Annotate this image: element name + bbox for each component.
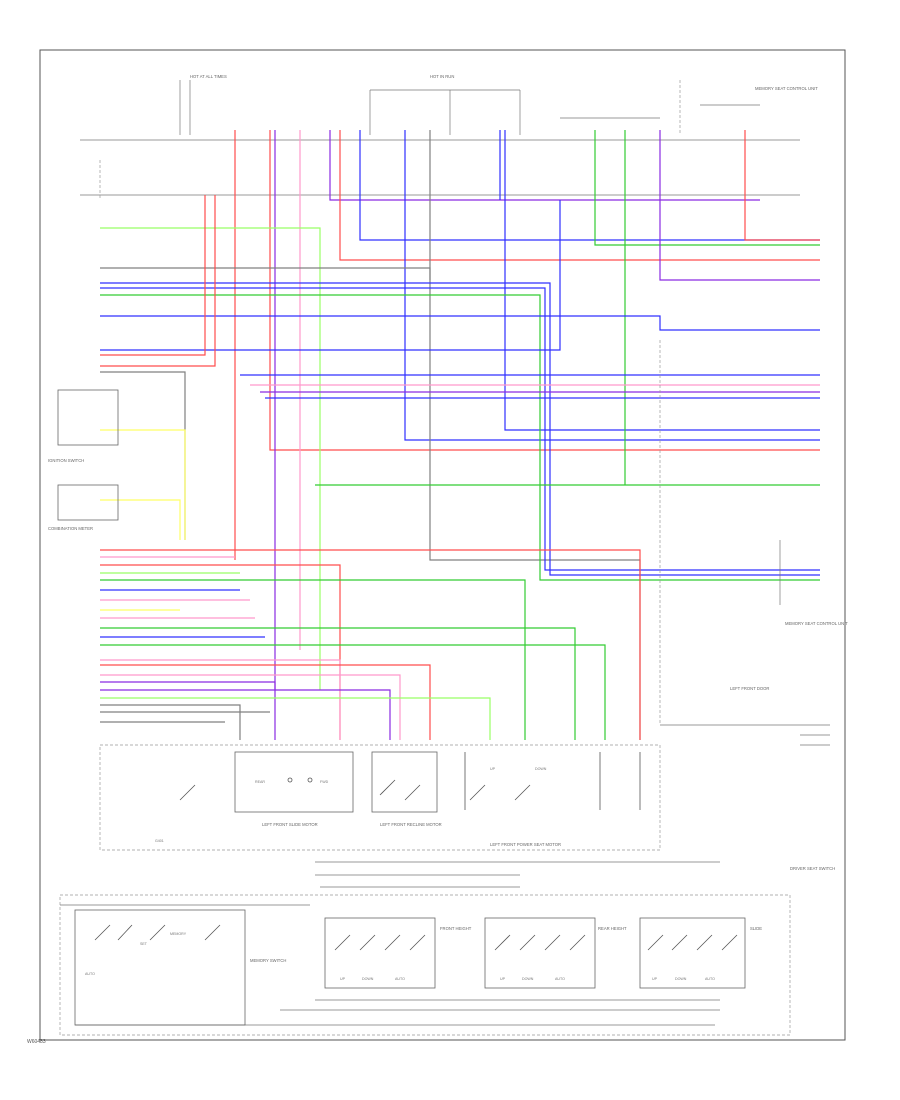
- top-fuse-connectors: HOT AT ALL TIMES HOT IN RUN MEMORY SEAT …: [179, 74, 818, 135]
- wire-green-7: [100, 627, 576, 740]
- wire-blue-4: [504, 130, 820, 431]
- wire-blue-7: [100, 315, 820, 331]
- wire-blue-5: [100, 282, 820, 576]
- right-memory-label: MEMORY SEAT CONTROL UNIT: [785, 621, 848, 626]
- driver-seat-switch-label: DRIVER SEAT SWITCH: [790, 866, 835, 871]
- wire-blue-8: [100, 200, 561, 351]
- wires: [100, 130, 820, 740]
- switch1-label-down: DOWN: [362, 977, 374, 981]
- switch3-label-up: UP: [652, 977, 658, 981]
- left-front-slide-motor: [234, 751, 354, 813]
- wire-purple-2: [329, 130, 760, 201]
- wire-red-2: [269, 130, 820, 451]
- top-label-hot-in-run: HOT IN RUN: [430, 74, 454, 79]
- switch-group-front-height: [324, 917, 436, 989]
- switch-label-set: SET: [140, 942, 148, 946]
- seat-switch-area: AUTO SET MEMORY MEMORY SWITCH UP DOWN AU…: [59, 861, 835, 1036]
- wire-blue-1: [359, 130, 820, 241]
- wire-purple-3: [659, 130, 820, 281]
- switch-label-auto-1: AUTO: [85, 972, 95, 976]
- wire-grey-2: [100, 267, 641, 740]
- wire-red-8: [100, 564, 341, 740]
- wire-lgreen-2: [100, 697, 491, 740]
- switch2-label-auto: AUTO: [555, 977, 565, 981]
- wire-pink-7: [100, 674, 401, 740]
- motor-block: REAR FWD LEFT FRONT SLIDE MOTOR LEFT FRO…: [99, 744, 661, 851]
- wire-purple-5: [100, 681, 276, 740]
- wire-blue-2: [404, 130, 820, 441]
- diagram-id: W60483: [27, 1039, 46, 1045]
- wire-blue-6: [100, 287, 820, 571]
- switch1-label-up: UP: [340, 977, 346, 981]
- motor-label-rear: REAR: [255, 780, 265, 784]
- wire-yellow-1: [100, 429, 186, 540]
- top-label-hot-at-all-times: HOT AT ALL TIMES: [190, 74, 227, 79]
- wire-grey-3: [100, 371, 186, 540]
- right-connector: MEMORY SEAT CONTROL UNIT LEFT FRONT DOOR: [659, 340, 848, 746]
- wire-green-4: [100, 294, 820, 581]
- memory-switch-label: MEMORY SWITCH: [250, 958, 286, 963]
- wire-green-1: [594, 130, 820, 246]
- switch3-label: SLIDE: [750, 926, 762, 931]
- wire-red-5: [100, 195, 206, 356]
- switch2-label: REAR HEIGHT: [598, 926, 627, 931]
- switch3-label-auto: AUTO: [705, 977, 715, 981]
- wire-red-4: [744, 130, 820, 241]
- wire-red-9: [100, 664, 431, 740]
- switch-label-memory: MEMORY: [170, 932, 187, 936]
- wire-green-6: [100, 579, 526, 740]
- switch2-label-up: UP: [500, 977, 506, 981]
- ignition-switch-label: IGNITION SWITCH: [48, 458, 84, 463]
- switch-group-slide: [639, 917, 746, 989]
- switch1-label-auto: AUTO: [395, 977, 405, 981]
- wire-yellow-2: [100, 499, 181, 540]
- wire-red-7: [100, 549, 641, 740]
- wire-pink-6: [100, 659, 341, 740]
- right-left-front-door-label: LEFT FRONT DOOR: [730, 686, 769, 691]
- recline-motor-label: LEFT FRONT RECLINE MOTOR: [380, 822, 442, 827]
- motor-label-fwd: FWD: [320, 780, 329, 784]
- wire-green-3: [100, 227, 321, 690]
- switch-group-rear-height: [484, 917, 596, 989]
- ground-label: G401: [155, 839, 164, 843]
- left-front-recline-motor: [371, 751, 438, 813]
- power-seat-motor-label: LEFT FRONT POWER SEAT MOTOR: [490, 842, 561, 847]
- switch2-label-down: DOWN: [522, 977, 534, 981]
- top-right-label: MEMORY SEAT CONTROL UNIT: [755, 86, 818, 91]
- wire-green-8: [100, 644, 606, 740]
- memory-switch-box: [74, 909, 246, 1026]
- motor-label-up: UP: [490, 767, 496, 771]
- wire-grey-4: [100, 704, 241, 740]
- motor-label-down: DOWN: [535, 767, 547, 771]
- slide-motor-label: LEFT FRONT SLIDE MOTOR: [262, 822, 318, 827]
- wire-purple-6: [100, 689, 391, 740]
- pin-header-row: [80, 139, 800, 196]
- wire-red-6: [100, 195, 216, 367]
- diagram-frame: [39, 49, 846, 1041]
- switch3-label-down: DOWN: [675, 977, 687, 981]
- switch1-label: FRONT HEIGHT: [440, 926, 472, 931]
- combination-meter-label: COMBINATION METER: [48, 526, 93, 531]
- left-connectors: COMBINATION METER IGNITION SWITCH: [48, 160, 119, 531]
